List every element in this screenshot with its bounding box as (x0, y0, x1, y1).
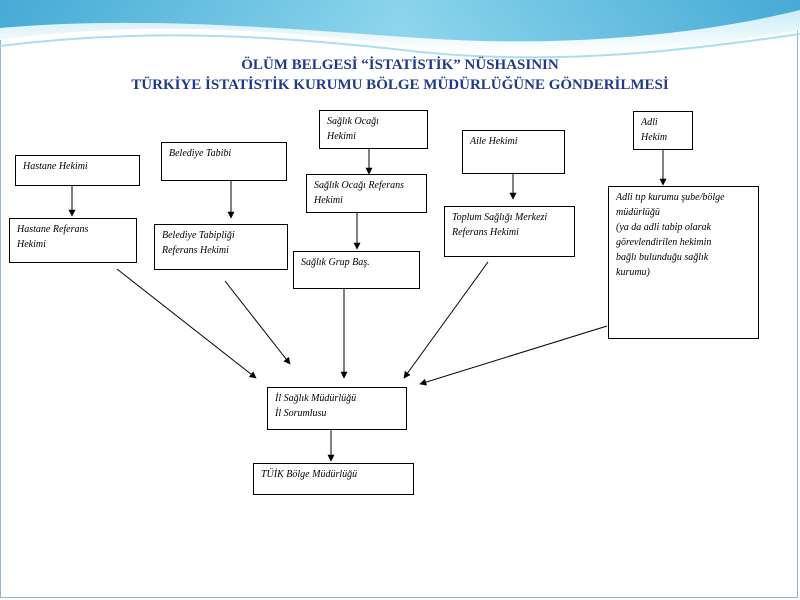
arrow-hastane-referans-to-il (116, 268, 257, 379)
node-tuik-bolge-mudurlugu: TÜİK Bölge Müdürlüğü (253, 463, 414, 495)
node-belediye-tabipligi-referans-hekimi: Belediye Tabipliği Referans Hekimi (154, 224, 288, 270)
arrow-tabiplik-to-il (224, 280, 291, 365)
wave-highlight (0, 33, 800, 59)
wave-front (0, 0, 800, 42)
arrow-toplum-to-il (403, 261, 489, 379)
node-adli-tip-kurumu: Adli tıp kurumu şube/bölge müdürlüğü (ya… (608, 186, 759, 339)
node-saglik-ocagi-referans-hekimi: Sağlık Ocağı Referans Hekimi (306, 174, 427, 213)
title-line-2: TÜRKİYE İSTATİSTİK KURUMU BÖLGE MÜDÜRLÜĞ… (131, 77, 669, 93)
node-belediye-tabibi: Belediye Tabibi (161, 142, 287, 181)
header-wave-decoration (0, 0, 800, 59)
node-il-saglik-mudurlugu: İl Sağlık Müdürlüğü İl Sorumlusu (267, 387, 407, 430)
node-saglik-grup-baskanligi: Sağlık Grup Baş. (293, 251, 420, 289)
node-toplum-sagligi-merkezi-referans-hekimi: Toplum Sağlığı Merkezi Referans Hekimi (444, 206, 575, 257)
node-adli-hekim: Adli Hekim (633, 111, 693, 150)
node-saglik-ocagi-hekimi: Sağlık Ocağı Hekimi (319, 110, 428, 149)
node-hastane-hekimi: Hastane Hekimi (15, 155, 140, 186)
title-line-1: ÖLÜM BELGESİ “İSTATİSTİK” NÜSHASININ (241, 57, 559, 73)
arrow-adli-tip-to-il (419, 325, 608, 386)
node-aile-hekimi: Aile Hekimi (462, 130, 565, 174)
node-hastane-referans-hekimi: Hastane Referans Hekimi (9, 218, 137, 263)
slide-title: ÖLÜM BELGESİ “İSTATİSTİK” NÜSHASININ TÜR… (0, 55, 800, 95)
